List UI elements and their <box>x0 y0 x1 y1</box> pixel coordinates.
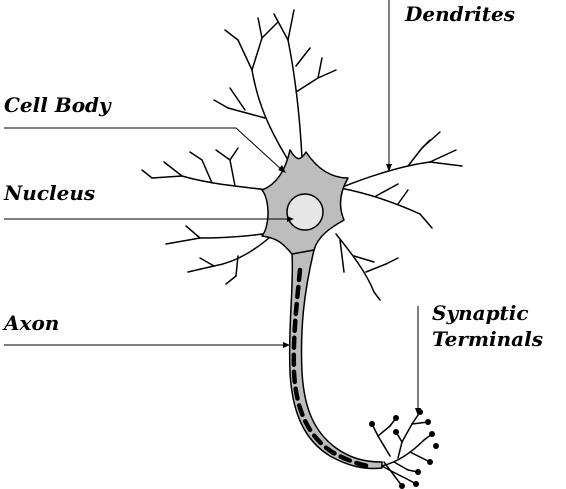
myelin-sheath <box>291 267 371 469</box>
axon-shaft <box>288 249 383 470</box>
label-cell-body: Cell Body <box>4 93 111 117</box>
nucleus <box>286 193 324 231</box>
synaptic-terminals <box>371 411 433 487</box>
label-synaptic-line1: Synaptic <box>432 301 529 325</box>
label-dendrites: Dendrites <box>405 2 515 26</box>
dendrite-upper-left <box>213 17 289 161</box>
dendrite-right <box>339 131 463 229</box>
synaptic-arrowhead <box>415 408 421 416</box>
axon-arrowhead <box>283 342 290 348</box>
dendrites-arrowhead <box>386 164 392 172</box>
label-axon: Axon <box>4 311 60 335</box>
label-synaptic-line2: Terminals <box>432 327 543 351</box>
dendrite-upper-center <box>273 9 337 159</box>
dendrite-lower-right <box>335 233 399 301</box>
label-synaptic-terminals: Synaptic Terminals <box>432 300 543 352</box>
dendrite-left <box>141 147 269 191</box>
nucleus-arrowhead <box>287 216 294 222</box>
cell-body-arrowhead <box>278 165 286 173</box>
label-nucleus: Nucleus <box>4 181 96 205</box>
dendrite-lower-left <box>165 225 277 285</box>
cell-body-leader <box>4 127 283 171</box>
